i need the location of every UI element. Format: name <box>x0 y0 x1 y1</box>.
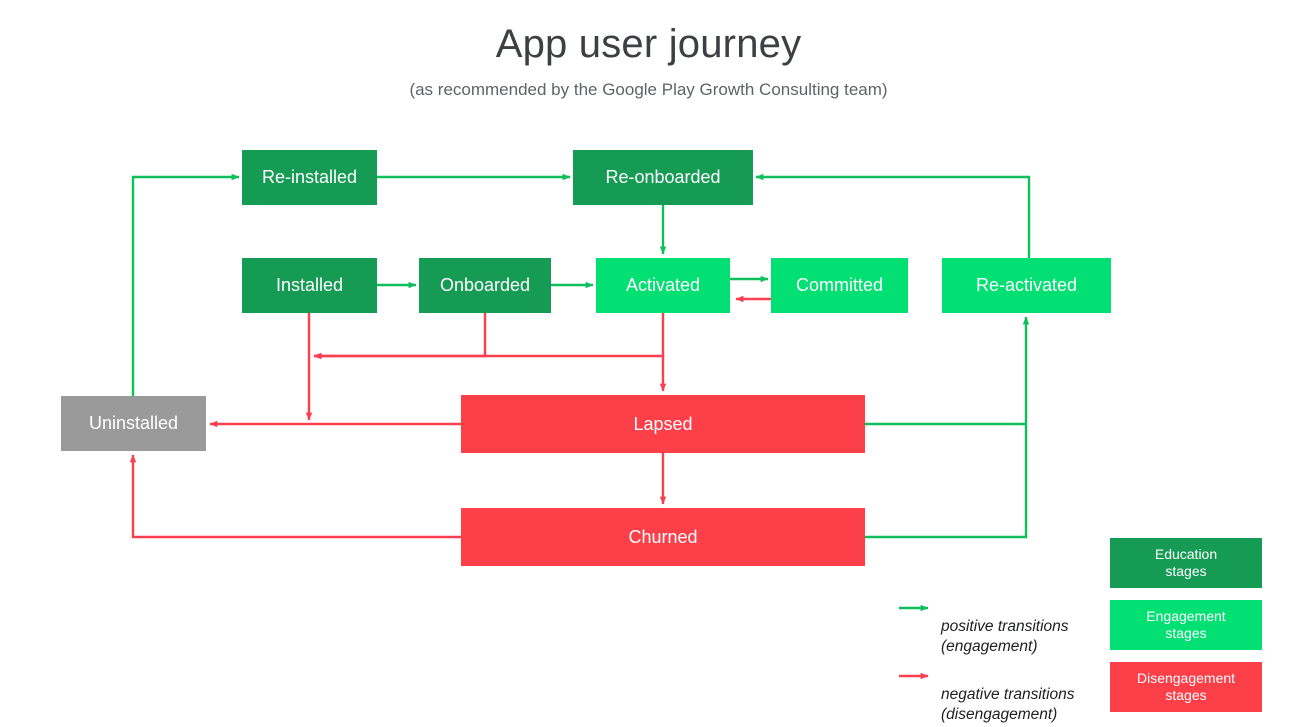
node-re-installed-label: Re-installed <box>261 167 358 188</box>
legend-key-negative-label: negative transitions (disengagement) <box>941 686 1075 723</box>
legend-box-education: Education stages <box>1110 538 1262 588</box>
legend-box-education-label: Education stages <box>1154 546 1218 579</box>
legend-box-engagement-label: Engagement stages <box>1146 608 1226 641</box>
node-lapsed-label: Lapsed <box>633 413 693 434</box>
node-lapsed[interactable]: Lapsed <box>461 395 865 453</box>
edge-onboarded-to-installed-line <box>313 313 487 360</box>
edge-churned-to-uninstalled <box>129 454 461 539</box>
edge-churned-to-re-activated <box>865 316 1030 539</box>
edge-activated-to-installed-line <box>313 313 665 360</box>
legend-arrows <box>899 604 929 680</box>
page-subtitle: (as recommended by the Google Play Growt… <box>409 80 888 99</box>
node-churned[interactable]: Churned <box>461 508 865 566</box>
negative-edges <box>129 295 771 539</box>
node-installed[interactable]: Installed <box>242 258 377 313</box>
legend-box-engagement: Engagement stages <box>1110 600 1262 650</box>
node-re-onboarded-label: Re-onboarded <box>605 167 721 188</box>
node-activated-label: Activated <box>625 275 701 296</box>
node-committed[interactable]: Committed <box>771 258 908 313</box>
node-churned-label: Churned <box>628 526 698 547</box>
node-re-activated[interactable]: Re-activated <box>942 258 1111 313</box>
edge-re-activated-to-re-onboarded <box>755 173 1031 258</box>
legend-box-disengagement: Disengagement stages <box>1110 662 1262 712</box>
edge-uninstalled-to-re-installed <box>131 173 240 396</box>
node-onboarded[interactable]: Onboarded <box>419 258 551 313</box>
node-committed-label: Committed <box>795 275 884 296</box>
legend-key-positive: positive transitions (engagement) <box>941 598 1111 656</box>
legend-key-positive-label: positive transitions (engagement) <box>941 618 1069 655</box>
node-re-installed[interactable]: Re-installed <box>242 150 377 205</box>
node-uninstalled-label: Uninstalled <box>88 413 179 434</box>
node-re-onboarded[interactable]: Re-onboarded <box>573 150 753 205</box>
positive-edges <box>131 173 1031 539</box>
page-title: App user journey <box>495 22 802 66</box>
legend-key-negative: negative transitions (disengagement) <box>941 666 1116 724</box>
node-uninstalled[interactable]: Uninstalled <box>61 396 206 451</box>
node-activated[interactable]: Activated <box>596 258 730 313</box>
node-installed-label: Installed <box>275 275 344 296</box>
node-onboarded-label: Onboarded <box>439 275 531 296</box>
legend-box-disengagement-label: Disengagement stages <box>1136 670 1236 703</box>
node-re-activated-label: Re-activated <box>975 275 1078 296</box>
